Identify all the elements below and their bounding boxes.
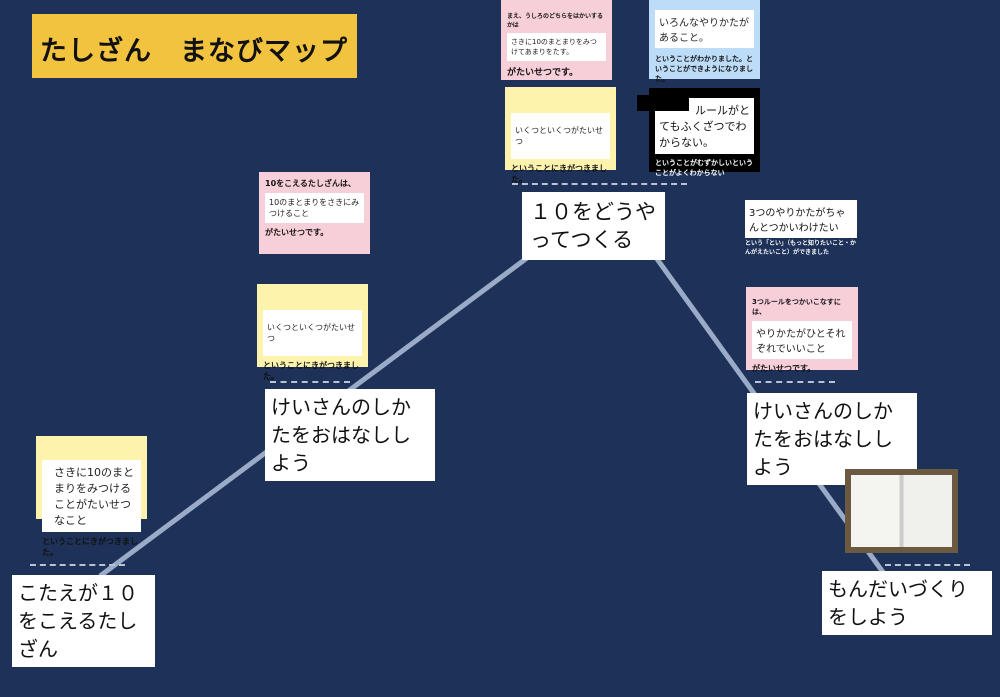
step-2[interactable]: けいさんのしかたをおはなししよう — [265, 389, 435, 481]
note-footer: がたいせつです。 — [507, 68, 579, 78]
sticky-note[interactable]: 3つのやりかたがちゃんとつかいわけたい という「とい」（もっと知りたいこと・かん… — [745, 200, 857, 280]
sticky-note[interactable]: いくつといくつがたいせつ ということにきがつきました。 — [257, 284, 368, 381]
note-body: さきに10のまとまりをみつけることがたいせつなこと — [42, 460, 141, 532]
note-body: ルールがとてもふくざつでわからない。 — [655, 98, 754, 154]
note-footer: ということがわかりました。ということができようになりました。 — [655, 55, 753, 83]
step-3[interactable]: １０をどうやってつくる — [522, 192, 665, 260]
note-body: やりかたがひとそれぞれでいいこと — [752, 321, 852, 359]
sticky-note[interactable]: 3つルールをつかいこなすには、 やりかたがひとそれぞれでいいこと がたいせつです… — [746, 287, 858, 373]
sticky-note[interactable]: いくつといくつがたいせつ ということにきがつきました。 — [505, 87, 616, 184]
note-footer: がたいせつです。 — [752, 364, 816, 373]
note-footer: ということがむずかしいということがよくわからない — [655, 159, 753, 177]
note-body: いろんなやりかたがあること。 — [655, 10, 754, 48]
note-header: まえ、うしろのどちらをはかいするかは — [507, 13, 604, 29]
divider — [512, 183, 687, 185]
note-footer: ということにきがつきました。 — [511, 164, 607, 184]
divider — [270, 381, 350, 383]
divider — [30, 564, 125, 566]
step-5[interactable]: もんだいづくりをしよう — [822, 571, 992, 635]
step-1[interactable]: こたえが１０をこえるたしざん — [12, 575, 155, 667]
note-body: さきに10のまとまりをみつけてあまりをたす。 — [507, 33, 606, 61]
note-body: いくつといくつがたいせつ — [511, 113, 610, 159]
notebook-photo — [845, 469, 958, 553]
sticky-note[interactable]: まえ、うしろのどちらをはかいするかは さきに10のまとまりをみつけてあまりをたす… — [501, 0, 612, 80]
note-header: 3つルールをつかいこなすには、 — [752, 298, 841, 316]
note-body: いくつといくつがたいせつ — [263, 310, 362, 356]
note-footer: ということにきがつきました。 — [42, 537, 138, 557]
divider — [755, 381, 835, 383]
note-footer: という「とい」（もっと知りたいこと・かんがえたいこと）ができました — [745, 240, 857, 256]
note-header: 10をこえるたしざんは、 — [265, 179, 356, 188]
divider — [885, 564, 970, 566]
note-body: 3つのやりかたがちゃんとつかいわけたい — [745, 200, 857, 238]
note-footer: ということにきがつきました。 — [263, 361, 359, 381]
page-title: たしざん まなびマップ — [32, 14, 357, 78]
sticky-note[interactable]: いろんなやりかたがあること。 ということがわかりました。ということができようにな… — [649, 0, 760, 83]
note-body: 10のまとまりをさきにみつけること — [265, 193, 364, 223]
redaction-block — [637, 95, 689, 111]
sticky-note[interactable]: さきに10のまとまりをみつけることがたいせつなこと ということにきがつきました。 — [36, 436, 147, 557]
note-footer: がたいせつです。 — [265, 228, 329, 237]
sticky-note[interactable]: 10をこえるたしざんは、 10のまとまりをさきにみつけること がたいせつです。 — [259, 172, 370, 254]
